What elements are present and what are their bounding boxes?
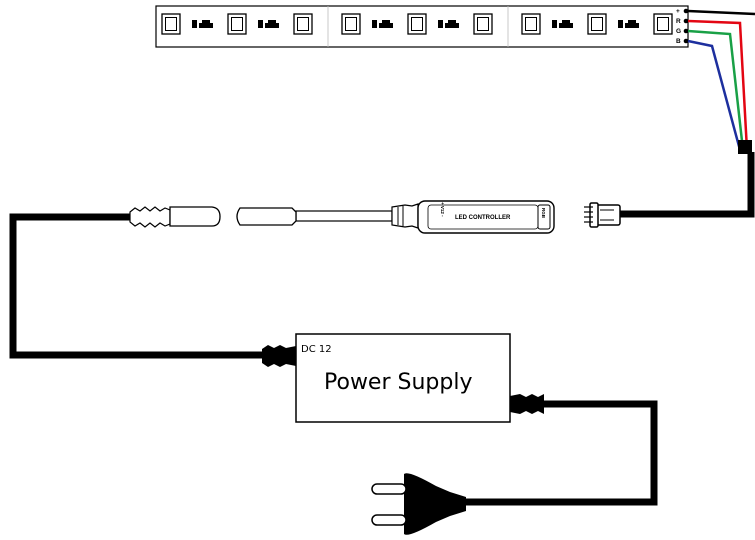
mains-plug [371, 473, 466, 535]
led-chip-lens [411, 17, 423, 31]
led-controller: LED CONTROLLER + V12 - RGB [295, 200, 555, 234]
led-chip-lens [477, 17, 489, 31]
pin-g-label: G [676, 28, 681, 35]
led-chip-lens [165, 17, 177, 31]
capacitor [265, 20, 279, 28]
capacitor [559, 20, 573, 28]
led-chip-lens [525, 17, 537, 31]
dc-male-plug [129, 206, 221, 228]
dc-female-jack [236, 207, 297, 226]
dc-cable [9, 213, 272, 359]
led-chip-lens [231, 17, 243, 31]
capacitor [199, 20, 213, 28]
resistor [192, 20, 197, 28]
controller-voltage-label: + V12 - [440, 202, 445, 217]
controller-output-label: RGB [541, 208, 546, 219]
wire-red [687, 19, 749, 151]
strip-pins: + R G B [676, 8, 689, 45]
capacitor [625, 20, 639, 28]
rgb-4pin-connector [584, 202, 621, 228]
pin-b-label: B [676, 38, 681, 45]
wire-green [687, 29, 745, 151]
resistor [372, 20, 377, 28]
led-chip-lens [297, 17, 309, 31]
led-chip-lens [657, 17, 669, 31]
pin-plus-label: + [676, 8, 680, 15]
led-chip-lens [591, 17, 603, 31]
resistor [258, 20, 263, 28]
strip-cable [620, 152, 755, 218]
power-supply-voltage-label: DC 12 [301, 344, 332, 355]
capacitor [379, 20, 393, 28]
resistor [438, 20, 443, 28]
strip-segments [161, 13, 673, 35]
resistor [618, 20, 623, 28]
resistor [552, 20, 557, 28]
rgb-wires [687, 9, 755, 154]
led-chip-lens [345, 17, 357, 31]
pin-r-label: R [676, 18, 681, 25]
capacitor [445, 20, 459, 28]
controller-label: LED CONTROLLER [455, 215, 511, 221]
power-supply-label: Power Supply [324, 370, 472, 395]
wire-black [687, 9, 755, 16]
led-strip [155, 5, 689, 48]
wire-blue [687, 39, 742, 151]
mains-cable [466, 400, 658, 506]
power-supply: DC 12 Power Supply [262, 333, 544, 423]
